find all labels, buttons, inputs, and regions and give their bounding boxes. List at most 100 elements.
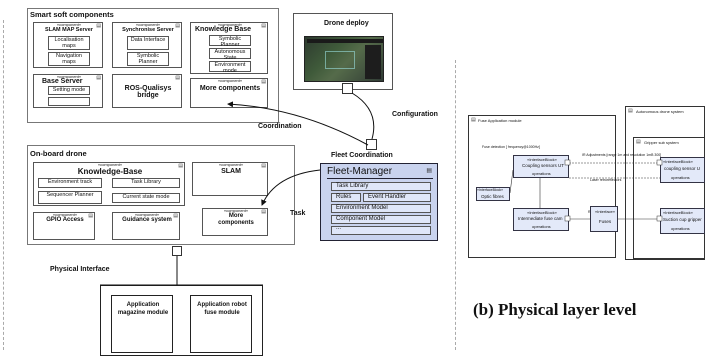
application-magazine-module: Application magazine module [111,295,173,353]
module-title: Gripper sub system [644,140,679,145]
fleet-row: Event Handler [363,193,431,202]
component-name: Base Server [42,78,83,85]
configuration-edge [351,92,375,140]
module-title: Fuse Application module [478,118,522,123]
package-icon: ▤ [636,139,641,145]
package-title: On-board drone [30,149,87,158]
fleet-row: Environment Model [331,204,431,213]
kb-item: Symbolic Planner [209,35,251,48]
component-name: SLAM MAP Server [45,27,93,33]
fleet-manager-box: Fleet-Manager ▤ Task Library Rules Event… [320,163,438,241]
fuse-detection-label: Fuse detection [ frequency@1000Hz] [482,145,540,149]
drone-deploy-title: Drone deploy [324,20,369,27]
coordination-label: Coordination [258,123,302,130]
kb-item: Sequencer Planner [38,191,102,204]
knowledge-base-component: «component» Knowledge Base Symbolic Plan… [190,22,268,74]
gpio-access-component: «component» GPIO Access ▤ [33,212,95,240]
fleet-row: Component Model [331,215,431,224]
figure-caption: (b) Physical layer level [473,300,637,319]
center-divider-dotted-line [455,60,456,350]
configuration-label: Configuration [392,111,438,118]
slam-map-item: Navigation maps [48,52,90,66]
on-board-more-components: «component» More components ▤ [202,208,268,236]
module-label: Application robot fuse module [197,302,247,316]
package-icon: ▤ [628,108,633,114]
component-name: GPIO Access [46,217,84,223]
fleet-manager-title: Fleet-Manager [327,166,393,177]
ros-qualisys-bridge-component: ROS-Qualisys bridge ▤ [112,74,182,108]
physical-modules-box: Application magazine module Application … [100,285,263,356]
kb-item: Task Library [112,178,180,188]
slam-map-item: Localisation maps [48,36,90,50]
drone-deploy-map-image [304,36,384,82]
kb-item: Environment mode [209,61,251,74]
stereotype: «component» [134,212,160,217]
fuse-application-module: Fuse Application module ▤ [468,115,616,258]
component-name: More components [199,85,261,92]
kb-item: Autonomous State [209,48,251,61]
component-icon: ▤ [261,23,266,29]
component-name: Guidance system [122,217,172,223]
optic-fibres-block: «InterfaceBlock» Optic fibres [476,187,510,201]
stereotype: «component» [52,212,78,217]
sync-item: Symbolic Planner [127,52,169,66]
component-icon: ▤ [261,209,266,215]
base-server-component: «component» Base Server Setting mode ▤ [33,74,103,108]
component-name: ROS-Qualisys bridge [124,85,172,99]
component-name: More components [218,213,254,226]
ir-adjustments-label: IR Adjustments [range 1m and resolution … [582,153,662,157]
component-name: Synchronise Server [122,27,174,33]
stereotype: «component» [97,162,123,167]
component-icon: ▤ [96,23,101,29]
stereotype: «component» [217,78,243,83]
fuses-interface-block: «Interface» Fuses [590,206,618,232]
stereotype: «component» [56,74,82,79]
coupling-sensors-left-block: «InterfaceBlock» Coupling sensors UT ope… [513,155,569,178]
component-icon: ▤ [261,163,266,169]
component-icon: ▤ [178,163,183,169]
stereotype: «component» [217,22,243,27]
physical-interface-port [172,246,182,256]
component-icon: ▤ [261,79,266,85]
coupling-sensor-right-block: «InterfaceBlock» coupling sensor U opera… [660,157,705,183]
intermediate-fuse-cam-block: «InterfaceBlock» Intermediate fuse cam o… [513,208,569,231]
fleet-row: ... [331,225,431,235]
laser-label: Laser retroreflectors [590,178,622,182]
component-icon: ▤ [88,213,93,219]
kb-item: Current state mode [112,193,180,203]
fleet-coordination-port [366,139,377,150]
more-components-component: «component» More components ▤ [190,78,268,108]
base-item [48,97,90,106]
package-title: Smart soft components [30,10,114,19]
package-icon: ▤ [471,117,476,123]
physical-interface-label: Physical Interface [50,266,110,273]
stereotype: «component» [135,22,161,27]
slam-component: «component» SLAM ▤ [192,162,268,196]
sync-item: Data Interface [127,36,169,50]
fleet-row: Task Library [331,182,431,191]
guidance-system-component: «component» Guidance system ▤ [112,212,180,240]
drone-deploy-box: Drone deploy [293,13,393,90]
task-label: Task [290,210,306,217]
component-icon: ▤ [426,167,432,174]
component-icon: ▤ [173,213,178,219]
left-margin-dotted-line [3,20,4,350]
base-item: Setting mode [48,86,90,95]
stereotype: «component» [223,208,249,213]
application-robot-fuse-module: Application robot fuse module [190,295,252,353]
component-name: SLAM [221,168,241,175]
stereotype: «component» [218,162,244,167]
component-name: Knowledge-Base [77,167,143,176]
stereotype: «component» [56,22,82,27]
component-icon: ▤ [175,23,180,29]
fleet-coordination-title: Fleet Coordination [331,152,393,159]
fleet-row: Rules [331,193,361,202]
module-title: Autonomous drone system [636,109,684,114]
drone-deploy-port [342,83,353,94]
synchronise-server-component: «component» Synchronise Server Data Inte… [112,22,182,68]
on-board-knowledge-base: «component» Knowledge-Base Environment t… [33,162,185,206]
component-icon: ▤ [96,75,101,81]
slam-map-server-component: «component» SLAM MAP Server Localisation… [33,22,103,68]
component-name: Knowledge Base [195,26,252,33]
component-icon: ▤ [175,75,180,81]
